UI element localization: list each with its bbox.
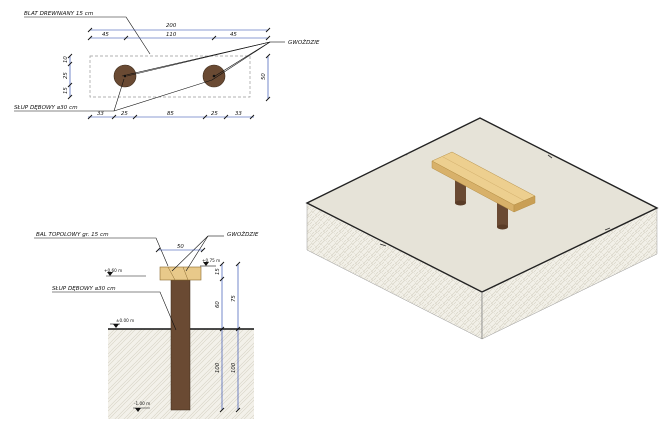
- plan-label-nails: GWOŹDZIE: [288, 38, 320, 46]
- section-label-nails: GWOŹDZIE: [227, 230, 259, 238]
- plan-dim-top-0: 45: [102, 32, 109, 38]
- level-beam: +0.75 m: [202, 258, 220, 263]
- section-dim-a-2: 100: [215, 362, 221, 373]
- plan-dim-left-1: 25: [63, 72, 69, 79]
- plan-dim-bottom-2: 85: [167, 111, 174, 117]
- plan-dim-top-1: 110: [166, 32, 177, 38]
- plan-label-post: SŁUP DĘBOWY ⌀30 cm: [14, 105, 78, 111]
- plan-dim-bottom-1: 25: [121, 111, 128, 117]
- section-dim-a-1: 60: [215, 301, 221, 308]
- section-dim-b-1: 100: [231, 362, 237, 373]
- plan-dim-bottom-3: 25: [211, 111, 218, 117]
- section-view: BAL TOPOLOWY gr. 15 cm GWOŹDZIE SŁUP DĘB…: [34, 230, 259, 419]
- plan-dim-top-2: 45: [230, 32, 237, 38]
- plan-dim-bottom-4: 33: [235, 111, 242, 117]
- isometric-view: [305, 117, 659, 340]
- plan-label-top: BLAT DREWNIANY 15 cm: [24, 11, 94, 17]
- section-label-post: SŁUP DĘBOWY ⌀30 cm: [52, 286, 116, 292]
- iso-post-left: [455, 170, 466, 203]
- section-beam: [159, 266, 202, 281]
- plan-dim-bottom-0: 33: [97, 111, 104, 117]
- level-ground: ±0.00 m: [116, 318, 134, 323]
- iso-post-right: [497, 190, 508, 227]
- level-top: +0.60 m: [104, 268, 122, 273]
- section-dim-b-0: 75: [231, 295, 237, 302]
- iso-bench: [431, 151, 536, 230]
- plan-dim-right: 50: [261, 73, 267, 80]
- section-dim-width: 50: [177, 244, 184, 250]
- plan-dim-total: 200: [166, 23, 177, 29]
- section-dim-a-0: 15: [215, 268, 221, 275]
- plan-dim-left-2: 15: [63, 87, 69, 94]
- plan-view: BLAT DREWNIANY 15 cm GWOŹDZIE SŁUP DĘBOW…: [14, 11, 320, 120]
- plank-outline: [89, 55, 251, 98]
- section-label-beam: BAL TOPOLOWY gr. 15 cm: [36, 232, 109, 238]
- section-post: [170, 279, 191, 411]
- plan-dim-left-0: 10: [63, 56, 69, 63]
- level-bottom: -1.00 m: [134, 401, 150, 406]
- iso-top-sand: [305, 117, 659, 293]
